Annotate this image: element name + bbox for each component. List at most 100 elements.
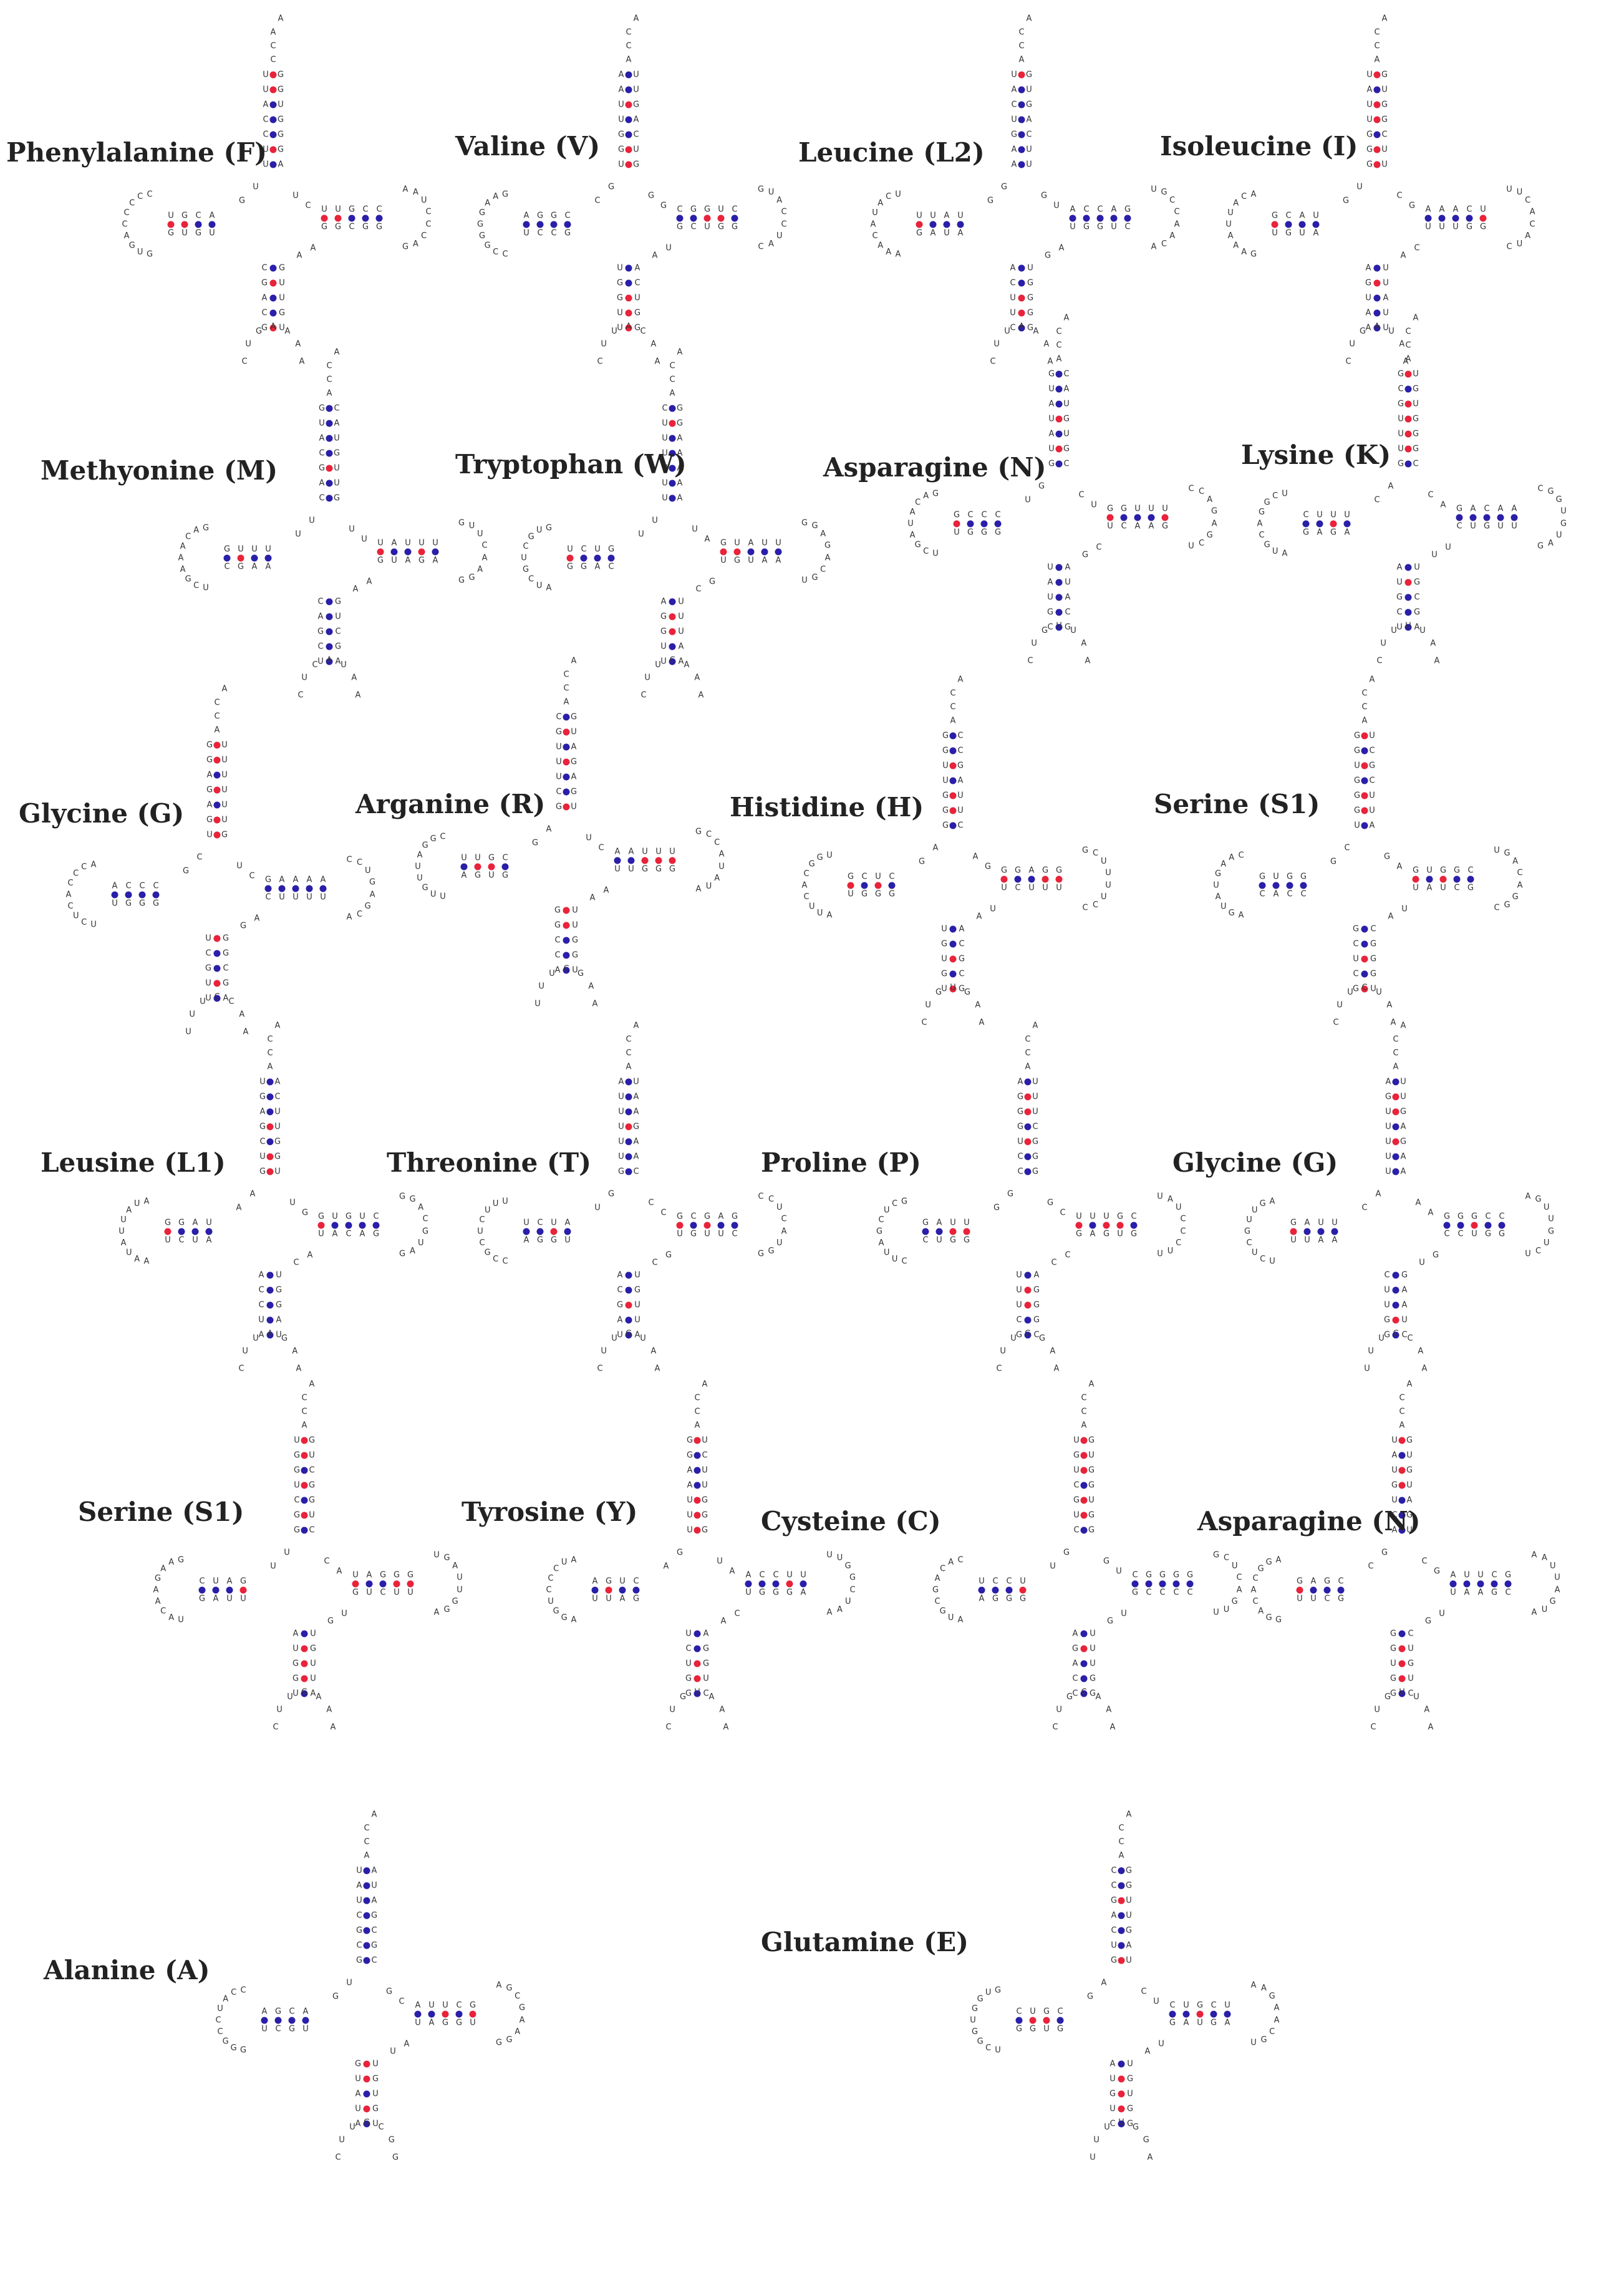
gu-pair-dot xyxy=(266,1168,274,1175)
variable-loop-base: G xyxy=(1045,251,1051,261)
gu-pair-dot xyxy=(181,221,188,228)
d-stem-base: C xyxy=(608,562,614,572)
wc-pair-dot xyxy=(1373,264,1381,272)
connector-base: G xyxy=(1381,1548,1388,1558)
wc-pair-dot xyxy=(1456,514,1463,521)
t-stem-base: C xyxy=(1124,223,1130,232)
t-loop-base: U xyxy=(477,529,483,539)
d-stem-base: U xyxy=(930,211,936,221)
t-stem-base: G xyxy=(642,865,648,874)
anticodon-loop-base: A xyxy=(588,982,594,991)
acceptor-stem-base: G xyxy=(371,1911,377,1921)
t-loop-base: C xyxy=(850,1586,856,1595)
acceptor-stem-base: G xyxy=(1026,100,1032,110)
anticodon-loop-base: C xyxy=(297,691,303,700)
connector-base: G xyxy=(987,196,993,206)
acceptor-end-base: A xyxy=(302,1421,307,1430)
acceptor-stem-base: U xyxy=(356,1866,362,1876)
wc-pair-dot xyxy=(1169,2010,1176,2018)
t-loop-base: A xyxy=(1548,539,1554,548)
wc-pair-dot xyxy=(212,1586,220,1594)
acceptor-end-base: C xyxy=(1399,1394,1404,1403)
t-stem-base: A xyxy=(1512,504,1517,514)
d-stem-base: U xyxy=(1330,511,1336,520)
wc-pair-dot xyxy=(302,2017,309,2024)
anticodon-stem-base: G xyxy=(1090,1689,1096,1699)
t-stem-base: U xyxy=(1511,522,1517,531)
t-stem-base: G xyxy=(470,2001,476,2010)
anticodon-loop-base: G xyxy=(1385,1692,1391,1702)
wc-pair-dot xyxy=(264,885,272,892)
acceptor-stem-base: G xyxy=(1354,746,1360,756)
d-stem-base: G xyxy=(875,890,881,899)
t-loop-base: A xyxy=(520,2016,525,2025)
anticodon-loop-base: U xyxy=(549,969,555,978)
acceptor-stem-base: C xyxy=(1391,1511,1397,1520)
d-loop-base: G xyxy=(561,1613,568,1623)
t-loop-base: C xyxy=(1269,2027,1275,2037)
gu-pair-dot xyxy=(916,221,923,228)
d-stem-base: G xyxy=(1330,528,1336,538)
wc-pair-dot xyxy=(428,2010,435,2018)
t-stem-base: G xyxy=(704,1212,710,1222)
anticodon-stem-base: G xyxy=(205,964,211,973)
t-loop-base: C xyxy=(758,1192,763,1202)
t-loop-base: G xyxy=(845,1561,851,1571)
wc-pair-dot xyxy=(943,221,950,228)
d-loop-base: A xyxy=(879,1238,884,1248)
wc-pair-dot xyxy=(1392,1331,1399,1339)
wc-pair-dot xyxy=(1373,324,1381,332)
wc-pair-dot xyxy=(772,1580,780,1588)
wc-pair-dot xyxy=(292,885,299,892)
d-loop-base: C xyxy=(440,832,445,842)
wc-pair-dot xyxy=(1392,1301,1399,1309)
t-stem-base: C xyxy=(732,1230,737,1239)
d-loop-base: C xyxy=(81,918,87,927)
d-stem-base: G xyxy=(1030,2025,1036,2034)
acceptor-stem-base: A xyxy=(619,1078,624,1087)
wc-pair-dot xyxy=(1398,1527,1406,1534)
t-stem-base: A xyxy=(307,875,312,885)
gu-pair-dot xyxy=(1392,1316,1399,1324)
gu-pair-dot xyxy=(625,1301,632,1309)
t-loop-base: C xyxy=(1093,849,1098,858)
wc-pair-dot xyxy=(266,1331,274,1339)
t-loop-base: A xyxy=(1174,220,1180,229)
anticodon-stem-base: C xyxy=(1408,1689,1413,1699)
wc-pair-dot xyxy=(625,1153,632,1160)
d-stem-base: G xyxy=(475,871,481,880)
wc-pair-dot xyxy=(694,1645,701,1652)
connector-base: U xyxy=(270,1562,276,1571)
wc-pair-dot xyxy=(994,520,1002,528)
wc-pair-dot xyxy=(625,1093,632,1101)
d-stem-base: U xyxy=(181,229,188,238)
connector-base: G xyxy=(532,839,538,848)
trna-title: Tryptophan (W) xyxy=(455,449,687,480)
variable-loop-base: G xyxy=(1082,551,1088,560)
gu-pair-dot xyxy=(1118,2105,1125,2113)
connector-base: A xyxy=(730,1567,735,1576)
t-stem-base: C xyxy=(677,205,682,215)
t-stem-base: A xyxy=(279,875,285,885)
acceptor-stem-base: G xyxy=(1391,1481,1398,1490)
t-loop-base: A xyxy=(1261,1984,1267,1993)
acceptor-stem-base: G xyxy=(278,145,284,155)
d-stem-base: G xyxy=(240,1577,246,1586)
acceptor-stem-base: C xyxy=(1017,1167,1023,1177)
d-stem-base: U xyxy=(594,545,601,554)
acceptor-stem-base: G xyxy=(1413,430,1419,439)
variable-loop-base: A xyxy=(254,914,260,924)
t-stem-base: U xyxy=(718,1230,724,1239)
t-stem-base: U xyxy=(1425,223,1431,232)
wc-pair-dot xyxy=(363,2090,370,2098)
t-stem-base: G xyxy=(335,223,341,232)
t-loop-base: U xyxy=(418,1238,424,1248)
d-stem-base: G xyxy=(168,229,174,238)
anticodon-stem-base: U xyxy=(1396,578,1403,587)
anticodon-loop-base: G xyxy=(1042,626,1048,635)
t-stem-base: U xyxy=(800,1571,806,1580)
gu-pair-dot xyxy=(213,786,221,794)
anticodon-stem-base: G xyxy=(1065,623,1071,632)
